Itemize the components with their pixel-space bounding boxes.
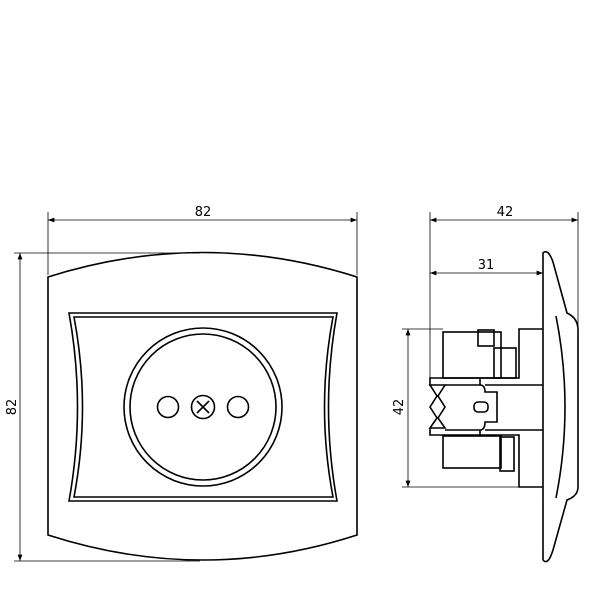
- height-label: 82: [5, 399, 20, 416]
- socket-ring-outer: [123, 327, 283, 487]
- dimension-body-height: 42: [392, 328, 519, 488]
- side-view: 42 31 42: [392, 205, 579, 563]
- cover-plate-profile: [542, 250, 579, 563]
- depth-body-label: 31: [478, 258, 495, 273]
- pin-hole-left: [156, 395, 180, 419]
- width-label: 82: [195, 205, 212, 220]
- dimension-depth-body: 31: [430, 258, 543, 276]
- depth-total-label: 42: [497, 205, 514, 220]
- screw-icon: [190, 394, 216, 420]
- body-height-label: 42: [392, 399, 407, 416]
- frame-outer: [68, 312, 338, 502]
- dimension-depth-total: 42: [429, 205, 579, 385]
- dimension-height: 82: [5, 252, 200, 562]
- front-view: 82 82: [5, 205, 358, 562]
- mechanism-body: [429, 328, 543, 488]
- pin-hole-right: [226, 395, 250, 419]
- frame-inner: [73, 316, 334, 498]
- socket-ring-inner: [129, 333, 277, 481]
- dimension-width: 82: [47, 205, 358, 275]
- cover-plate: [47, 251, 358, 561]
